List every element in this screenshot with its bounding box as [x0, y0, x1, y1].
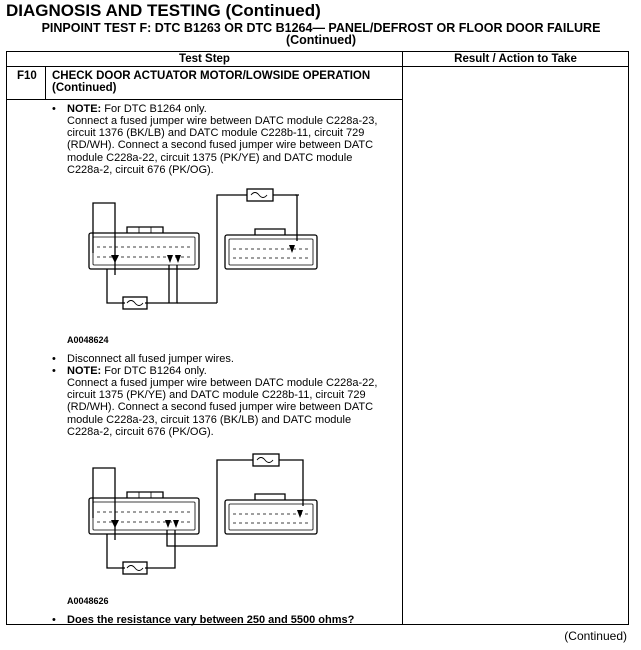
instructions-1-line: circuit 1376 (BK/LB) and DATC module C22…	[67, 127, 365, 140]
header-divider	[7, 66, 628, 67]
instructions-2-line: (RD/WH). Connect a second fused jumper w…	[67, 401, 374, 414]
page-heading: DIAGNOSIS AND TESTING (Continued)	[6, 1, 321, 20]
connector-c228b	[224, 499, 318, 535]
step-id: F10	[17, 70, 37, 82]
wiring-diagram-1	[88, 188, 318, 310]
title-line-1: PINPOINT TEST F: DTC B1263 OR DTC B1264—…	[41, 21, 601, 35]
fuse-1	[122, 561, 148, 575]
instructions-2: Connect a fused jumper wire between DATC…	[67, 377, 377, 438]
step-title-line-2: (Continued)	[52, 82, 117, 94]
header-test-step: Test Step	[179, 53, 230, 65]
header-result: Result / Action to Take	[454, 53, 577, 65]
step-title-line-1: CHECK DOOR ACTUATOR MOTOR/LOWSIDE OPERAT…	[52, 70, 371, 82]
fuse-2	[246, 188, 274, 202]
instructions-2-line: Connect a fused jumper wire between DATC…	[67, 377, 378, 389]
jumper-wire-1	[92, 467, 116, 540]
bullet-question: •	[52, 614, 56, 626]
wiring-diagram-2	[88, 453, 318, 575]
instructions-2-line: module C228a-23, circuit 1376 (BK/LB) an…	[67, 413, 352, 426]
figure-id-1: A0048624	[67, 335, 109, 345]
connector-c228a	[88, 232, 200, 270]
fuse-1	[122, 296, 148, 310]
col-divider-step-id	[45, 67, 46, 99]
connector-c228a	[88, 497, 200, 535]
bullet-note-1: •	[52, 103, 56, 115]
note-2: NOTE: For DTC B1264 only.	[67, 365, 207, 377]
bullet-disconnect: •	[52, 353, 56, 365]
step-title-divider	[7, 99, 402, 100]
instructions-1-line: C228a-2, circuit 676 (PK/OG).	[67, 163, 214, 176]
instructions-1-line: Connect a fused jumper wire between DATC…	[67, 115, 378, 127]
col-divider-main	[402, 52, 403, 624]
question: Does the resistance vary between 250 and…	[67, 614, 355, 626]
fuse-2	[252, 453, 280, 467]
bullet-note-2: •	[52, 365, 56, 377]
title-line-2: (Continued)	[285, 33, 357, 47]
figure-id-2: A0048626	[67, 596, 109, 606]
instructions-1: Connect a fused jumper wire between DATC…	[67, 115, 377, 176]
note-2-text: For DTC B1264 only.	[101, 365, 207, 377]
note-2-label: NOTE:	[67, 365, 102, 377]
note-1: NOTE: For DTC B1264 only.	[67, 103, 207, 115]
instructions-1-line: (RD/WH). Connect a second fused jumper w…	[67, 139, 374, 152]
instructions-1-line: module C228a-22, circuit 1375 (PK/YE) an…	[67, 151, 353, 164]
instructions-2-line: C228a-2, circuit 676 (PK/OG).	[67, 425, 214, 438]
test-table: Test Step Result / Action to Take F10 CH…	[6, 51, 629, 626]
disconnect-instruction: Disconnect all fused jumper wires.	[67, 353, 234, 365]
instructions-2-line: circuit 1375 (PK/YE) and DATC module C22…	[67, 389, 366, 402]
note-1-label: NOTE:	[67, 103, 102, 115]
connector-c228b	[224, 234, 318, 270]
note-1-text: For DTC B1264 only.	[101, 103, 207, 115]
continued-footer: (Continued)	[564, 629, 627, 643]
jumper-wire-1	[92, 202, 116, 275]
step-title: CHECK DOOR ACTUATOR MOTOR/LOWSIDE OPERAT…	[52, 70, 370, 94]
